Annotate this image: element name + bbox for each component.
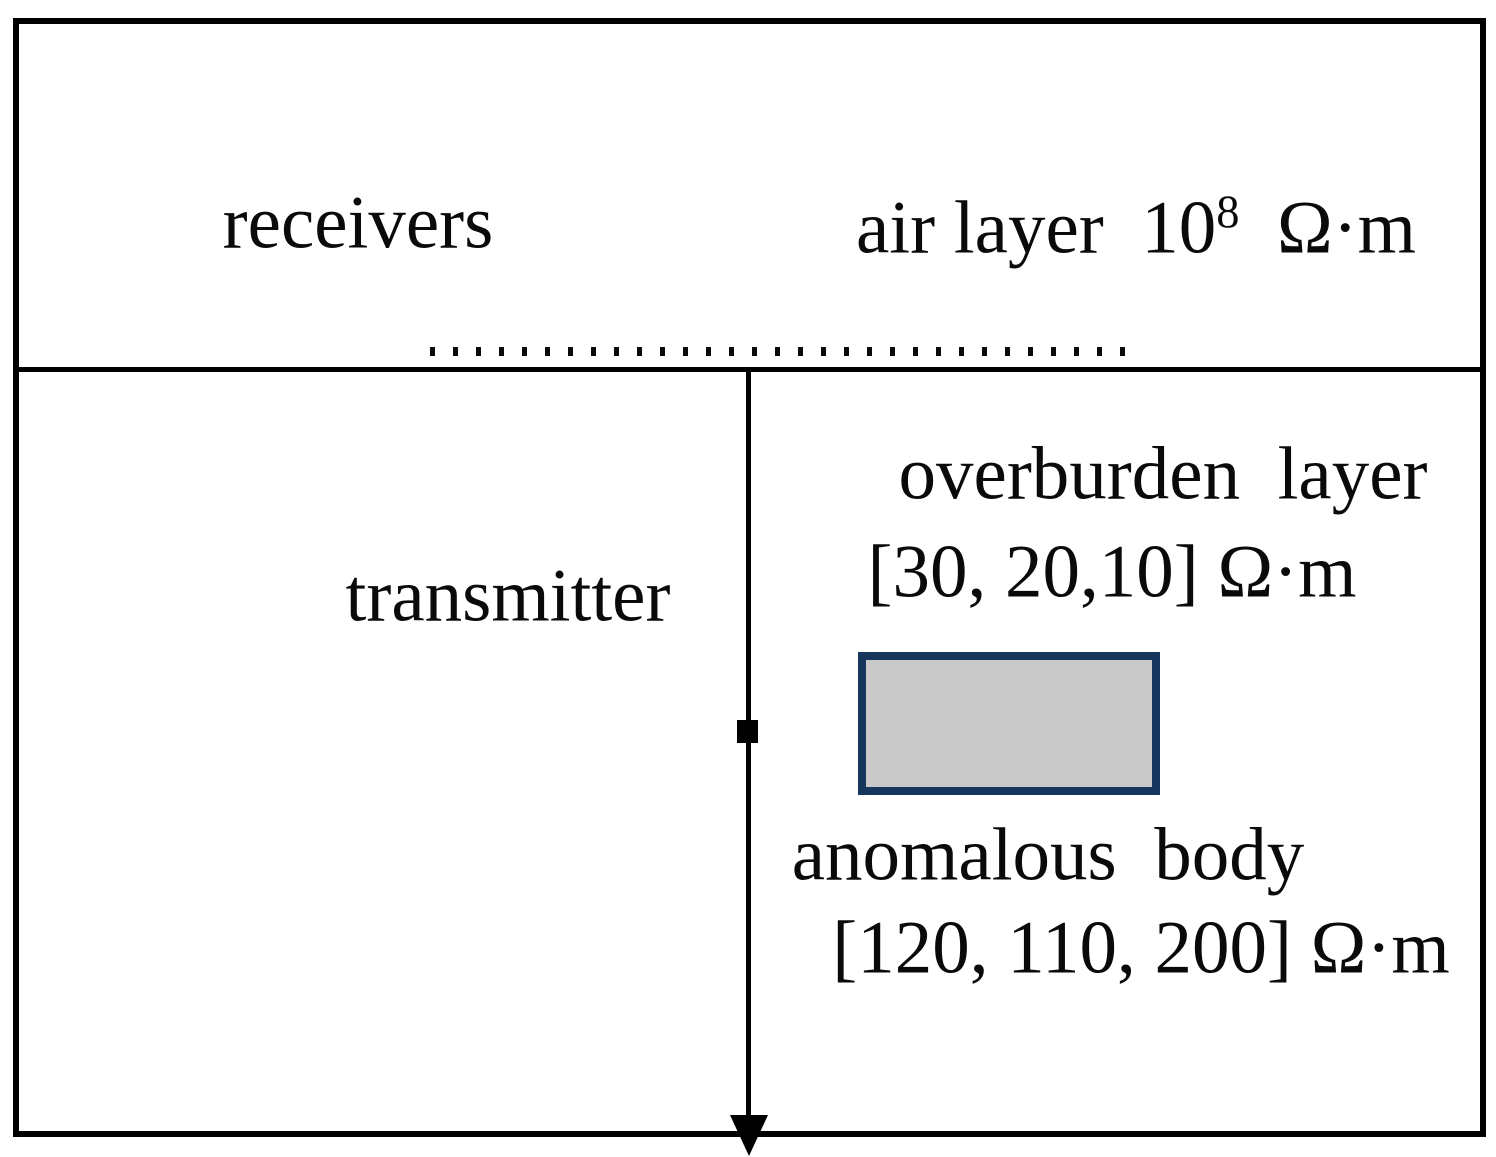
- ground-surface-line: [13, 367, 1486, 372]
- overburden-layer-label: overburden layer: [898, 432, 1428, 516]
- arrow-down-icon: [730, 1115, 768, 1156]
- anomalous-body-label: anomalous body: [791, 813, 1305, 897]
- transmitter-label: transmitter: [345, 554, 671, 638]
- air-layer-exponent: 8: [1216, 186, 1240, 238]
- receivers-dotted-line: [430, 347, 1138, 356]
- air-layer-label: air layer 108 Ω·m: [856, 189, 1416, 265]
- anomalous-body-resistivity: [120, 110, 200] Ω·m: [832, 906, 1450, 990]
- transmitter-line: [746, 370, 751, 1118]
- air-layer-label-text: air layer 10: [855, 186, 1217, 270]
- anomalous-body-rect: [858, 652, 1160, 795]
- transmitter-source-marker: [737, 720, 758, 743]
- air-layer-unit-text: Ω·m: [1239, 186, 1417, 270]
- overburden-layer-resistivity: [30, 20,10] Ω·m: [867, 530, 1357, 614]
- receivers-label: receivers: [222, 181, 494, 265]
